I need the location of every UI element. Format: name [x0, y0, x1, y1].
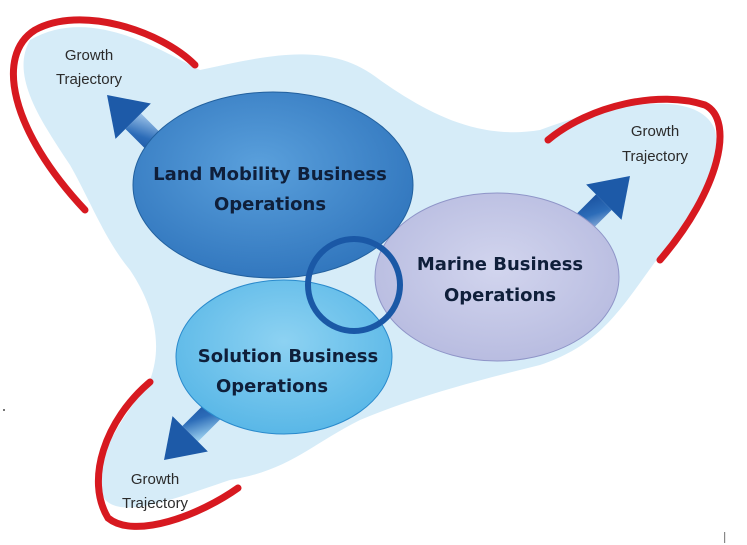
central-connection-ring — [305, 236, 403, 334]
red-arc-top-right — [544, 95, 724, 264]
growth-label-bottom-left-line1: Growth — [131, 471, 179, 488]
marine-label-line2: Operations — [444, 285, 556, 306]
growth-label-top-left-line1: Growth — [65, 47, 113, 64]
margin-dot — [3, 409, 5, 411]
marine-label-line1: Marine Business — [417, 254, 583, 275]
margin-mark — [724, 532, 726, 543]
land-mobility-label-line2: Operations — [214, 194, 326, 215]
solution-label-line1: Solution Business — [198, 346, 378, 367]
land-mobility-business-ellipse — [132, 91, 414, 279]
land-mobility-label-line1: Land Mobility Business — [153, 164, 387, 185]
red-arc-bottom-left — [94, 378, 242, 530]
growth-label-bottom-left-line2: Trajectory — [122, 495, 189, 512]
growth-label-top-right-line2: Trajectory — [622, 148, 689, 165]
growth-label-top-right-line1: Growth — [631, 123, 679, 140]
solution-label-line2: Operations — [216, 376, 328, 397]
solution-business-ellipse — [175, 279, 393, 435]
marine-business-ellipse — [374, 192, 620, 362]
red-arc-top-left — [9, 16, 199, 214]
growth-label-top-left-line2: Trajectory — [56, 71, 123, 88]
